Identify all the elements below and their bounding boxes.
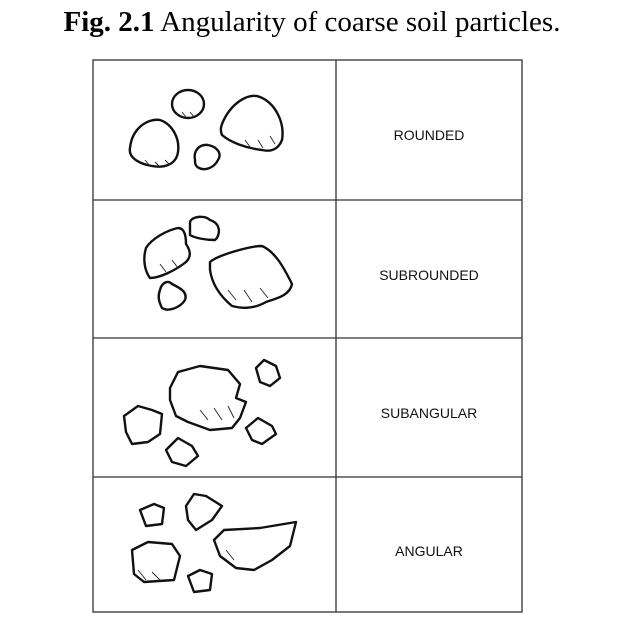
row-label-angular: ANGULAR — [395, 543, 463, 559]
row-label-subrounded: SUBROUNDED — [379, 267, 479, 283]
angular-particles — [130, 492, 298, 594]
row-label-subangular: SUBANGULAR — [381, 405, 477, 421]
rounded-particles — [128, 88, 284, 171]
hatching — [137, 111, 276, 581]
subangular-particles — [122, 358, 282, 468]
figure-number: Fig. 2.1 — [63, 6, 155, 38]
figure-caption: Fig. 2.1 Angularity of coarse soil parti… — [0, 6, 624, 39]
subrounded-particles — [143, 215, 294, 311]
figure-title: Angularity of coarse soil particles. — [154, 6, 561, 38]
row-label-rounded: ROUNDED — [394, 127, 465, 143]
table-grid — [92, 59, 523, 613]
